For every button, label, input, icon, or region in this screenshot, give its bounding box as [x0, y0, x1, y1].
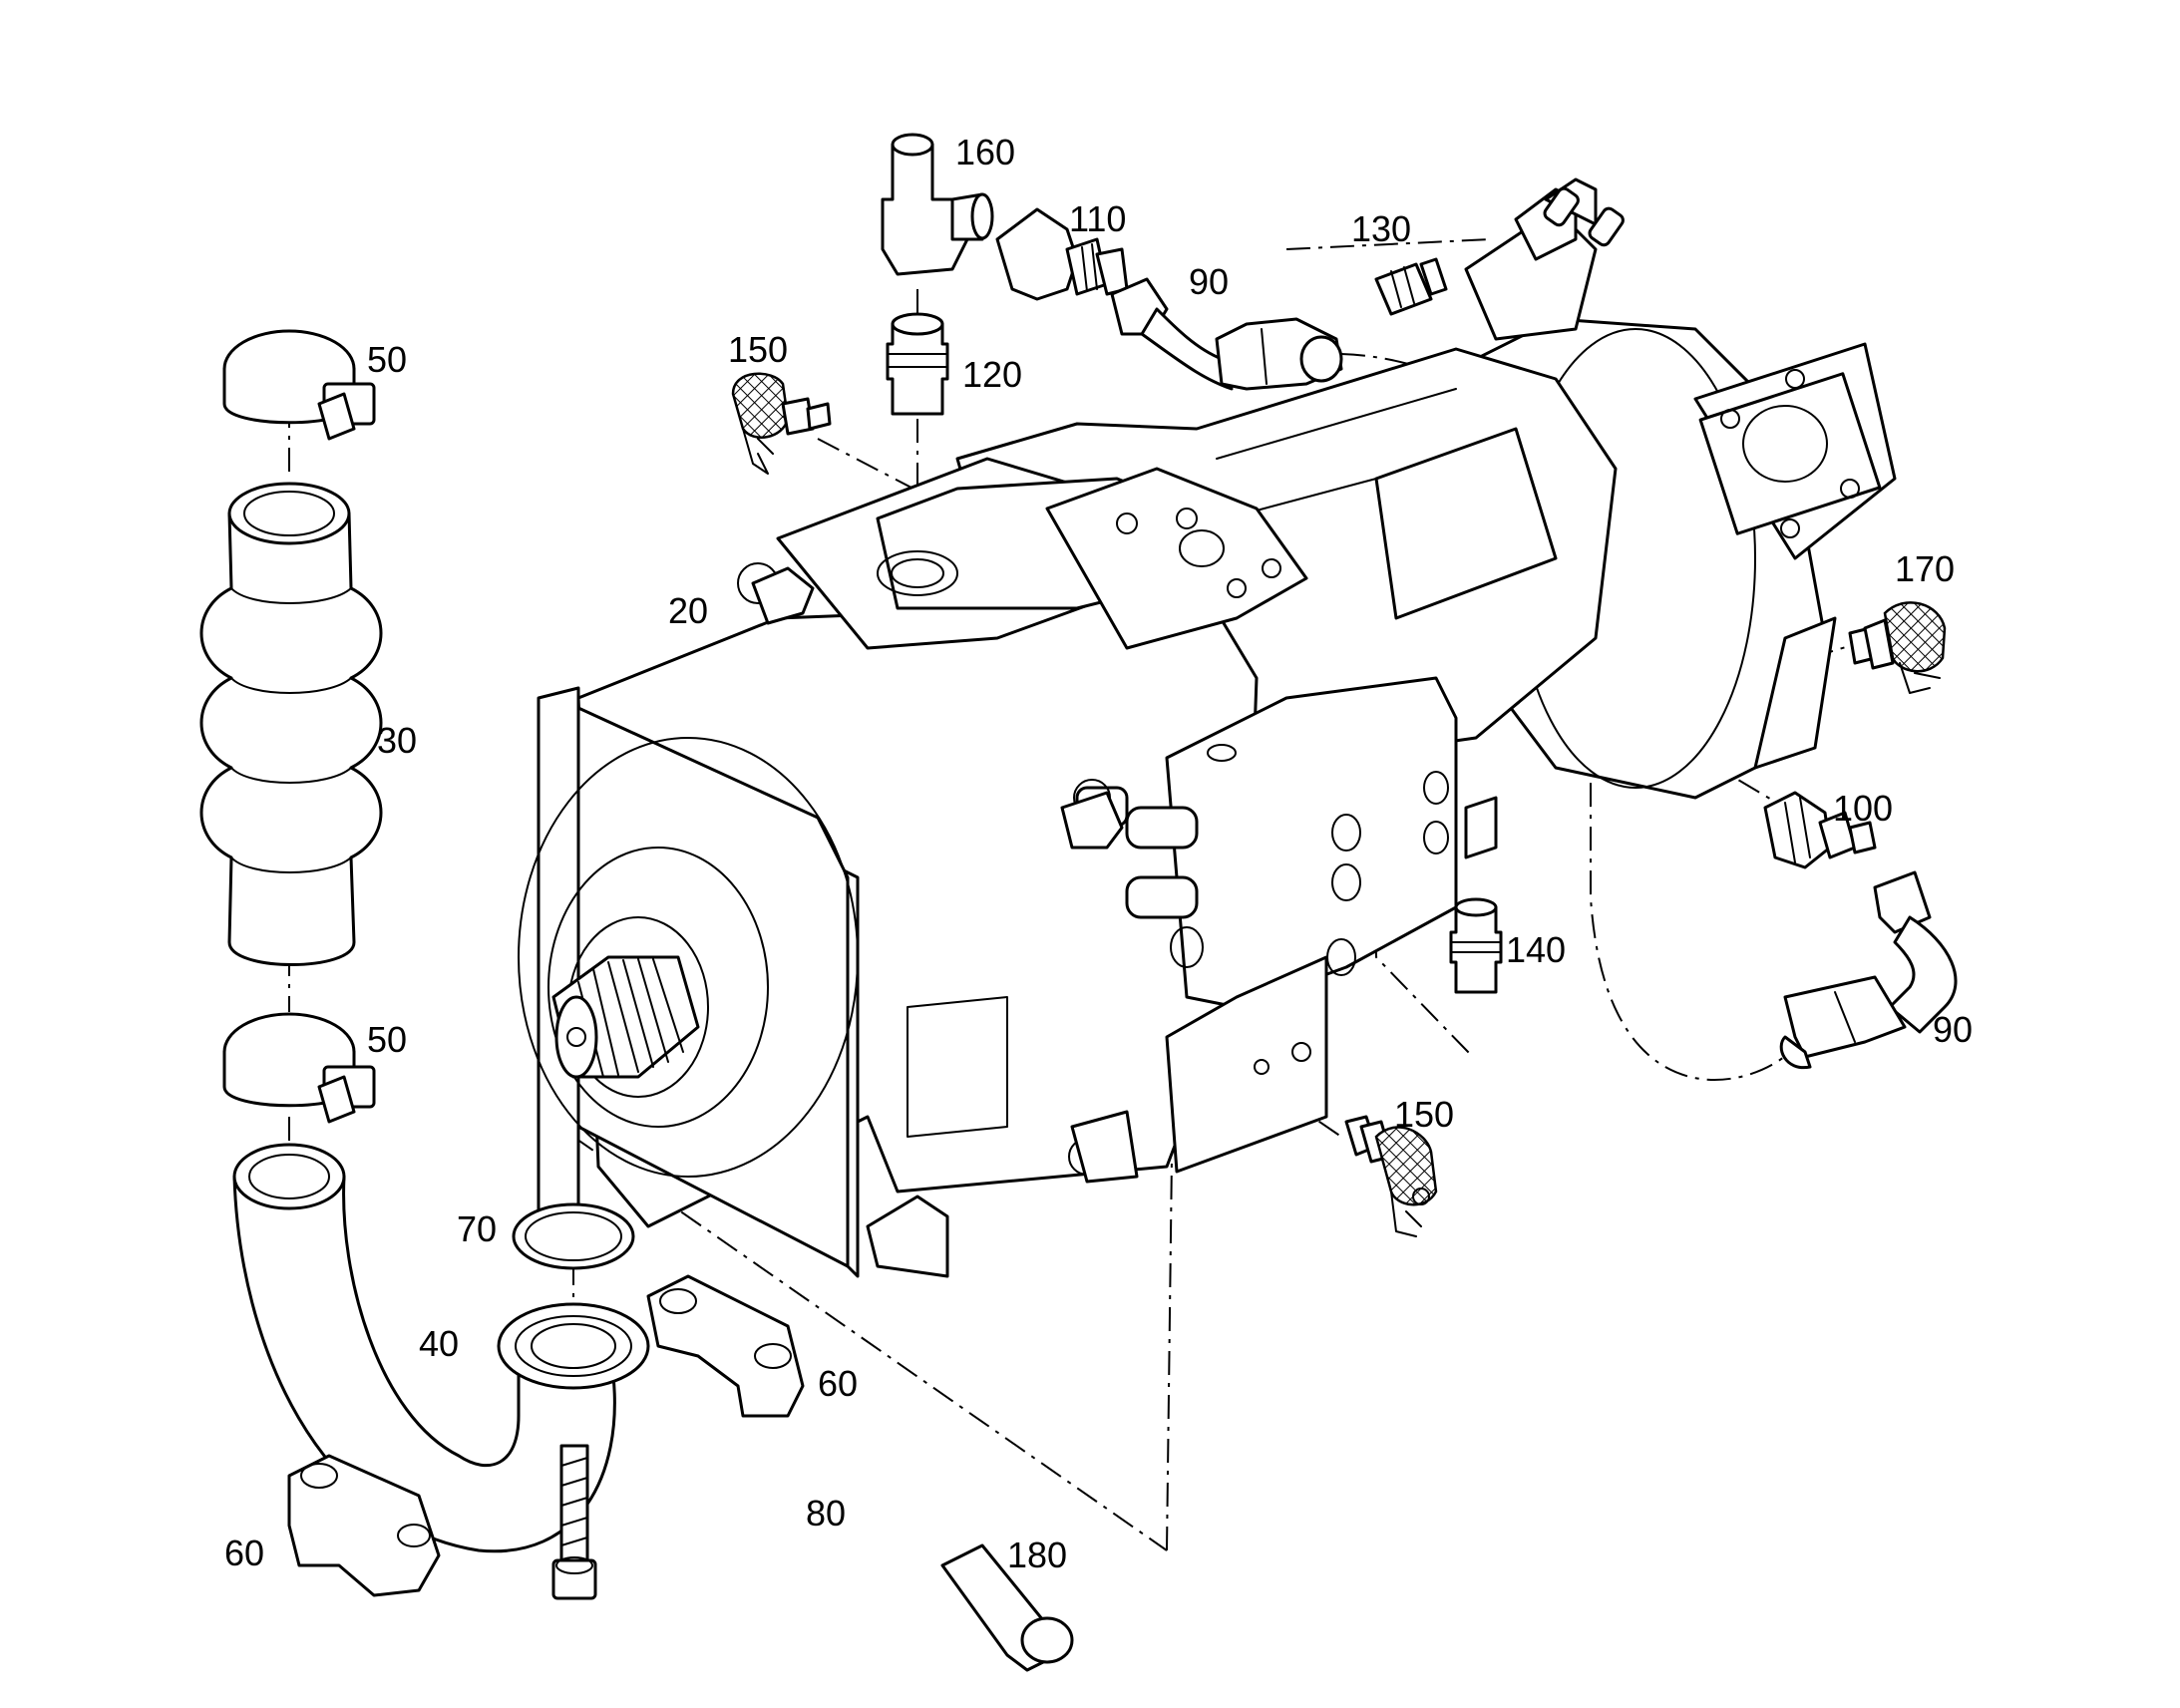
callout-70: 70 [457, 1208, 497, 1249]
callout-170: 170 [1895, 548, 1955, 589]
o-ring [512, 1202, 635, 1270]
callout-80: 80 [806, 1493, 846, 1534]
callout-20: 20 [668, 590, 708, 631]
callout-150-top: 150 [728, 329, 788, 370]
hose-clamp-bottom [222, 1012, 376, 1124]
callout-150-bottom: 150 [1394, 1094, 1454, 1135]
callout-100: 100 [1833, 788, 1893, 829]
shaft-splines [577, 958, 684, 1078]
callout-160: 160 [955, 132, 1015, 172]
callout-30: 30 [377, 720, 417, 761]
callout-140: 140 [1506, 929, 1566, 970]
bellows-hose [199, 482, 383, 966]
nipple-fitting [886, 312, 949, 416]
callout-130: 130 [1351, 208, 1411, 249]
grease-cap-170 [1848, 601, 1947, 694]
socket-bolt [551, 1444, 597, 1600]
callout-50-bottom: 50 [367, 1019, 407, 1060]
callout-50-top: 50 [367, 339, 407, 380]
grease-cap-bottom [1344, 1115, 1438, 1237]
hose-assembly-right [1779, 870, 1958, 1070]
callout-labels: 20 30 40 50 50 60 60 70 80 90 90 100 110… [224, 132, 1973, 1575]
pump-assembly [518, 177, 1897, 1278]
fitting-100 [1763, 791, 1877, 869]
callout-120: 120 [962, 354, 1022, 395]
flange-half-right [646, 1274, 805, 1418]
callout-40: 40 [419, 1323, 459, 1364]
hose-clamp-top [222, 329, 376, 441]
plug-fitting-130 [1374, 257, 1448, 316]
callout-180: 180 [1007, 1535, 1067, 1575]
protective-plug [940, 1543, 1074, 1672]
fitting-140 [1449, 897, 1503, 994]
hose-assembly-top [1110, 277, 1343, 391]
callout-110: 110 [1069, 198, 1126, 239]
union-fitting [995, 207, 1129, 301]
callout-60-right: 60 [818, 1363, 858, 1404]
callout-90-right: 90 [1933, 1009, 1973, 1050]
tee-fitting [881, 133, 994, 276]
flange-half-left [287, 1454, 441, 1597]
grease-cap-top [731, 372, 832, 475]
callout-60-left: 60 [224, 1533, 264, 1573]
callout-90-top: 90 [1189, 261, 1229, 302]
